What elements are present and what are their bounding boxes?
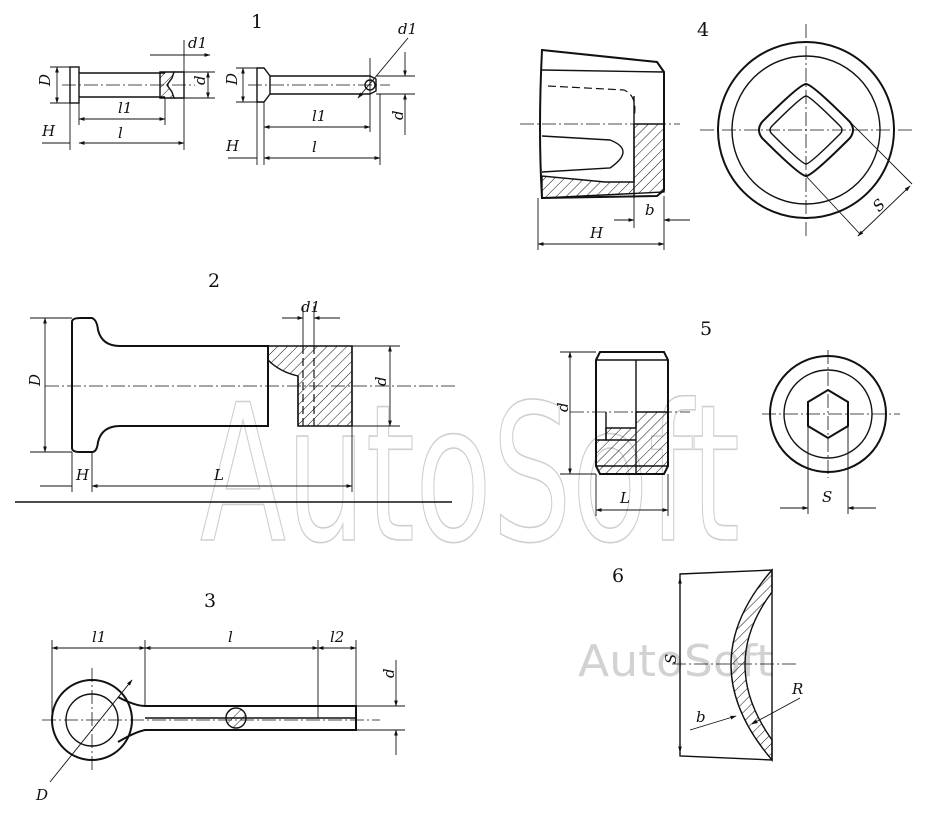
figure-6-crescent-segment: 6 S b R [612, 565, 803, 762]
dim-label: l [118, 124, 123, 142]
dim-label: H [75, 466, 90, 484]
dim-label: l1 [312, 107, 326, 125]
dim-label: R [791, 680, 803, 698]
dim-label: S [662, 654, 680, 664]
dim-label: d [380, 668, 398, 678]
dim-label: S [822, 488, 832, 506]
dim-label: D [223, 73, 241, 86]
figure-3-cotter-pin: 3 l1 l l2 d D [35, 590, 405, 804]
figure-number: 2 [208, 270, 220, 292]
pin-cross-hole: D d1 d l1 l H [223, 20, 417, 165]
figure-4-tapered-nut: 4 b H S [520, 19, 913, 250]
dim-label: d1 [398, 20, 417, 38]
dim-label: L [619, 489, 630, 507]
dim-label: l1 [118, 99, 132, 117]
dim-label: D [35, 786, 48, 804]
dim-label: b [696, 708, 706, 726]
dim-label: d1 [301, 298, 320, 316]
figure-1-pins: 1 D d1 d l1 l [36, 11, 417, 165]
dim-label: D [36, 74, 54, 87]
pin-grooved: D d1 d l1 l H [36, 34, 215, 150]
dim-label: l2 [330, 628, 344, 646]
figure-number: 6 [612, 565, 624, 587]
dim-label: b [645, 201, 655, 219]
dim-label: l [228, 628, 233, 646]
figure-2-large-pin: 2 D d1 d H L [15, 270, 455, 503]
dim-label: H [225, 137, 240, 155]
figure-number: 4 [697, 19, 709, 41]
watermark: AutoSoft AutoSoft [199, 363, 774, 687]
dim-label: D [26, 374, 44, 387]
dim-label: l [312, 138, 317, 156]
dim-label: d [191, 75, 209, 85]
figure-number: 1 [251, 11, 263, 33]
dim-label: H [589, 224, 604, 242]
figure-number: 5 [700, 318, 712, 340]
dim-label: d [554, 402, 572, 412]
figure-number: 3 [204, 590, 216, 612]
figure-5-hex-socket-nut: 5 d L S [554, 318, 900, 516]
dim-label: l1 [92, 628, 106, 646]
dim-label: S [869, 195, 889, 215]
dim-label: d1 [188, 34, 207, 52]
dim-label: d [389, 110, 407, 120]
dim-label: H [41, 122, 56, 140]
dim-label: L [213, 466, 224, 484]
dim-label: d [372, 376, 390, 386]
